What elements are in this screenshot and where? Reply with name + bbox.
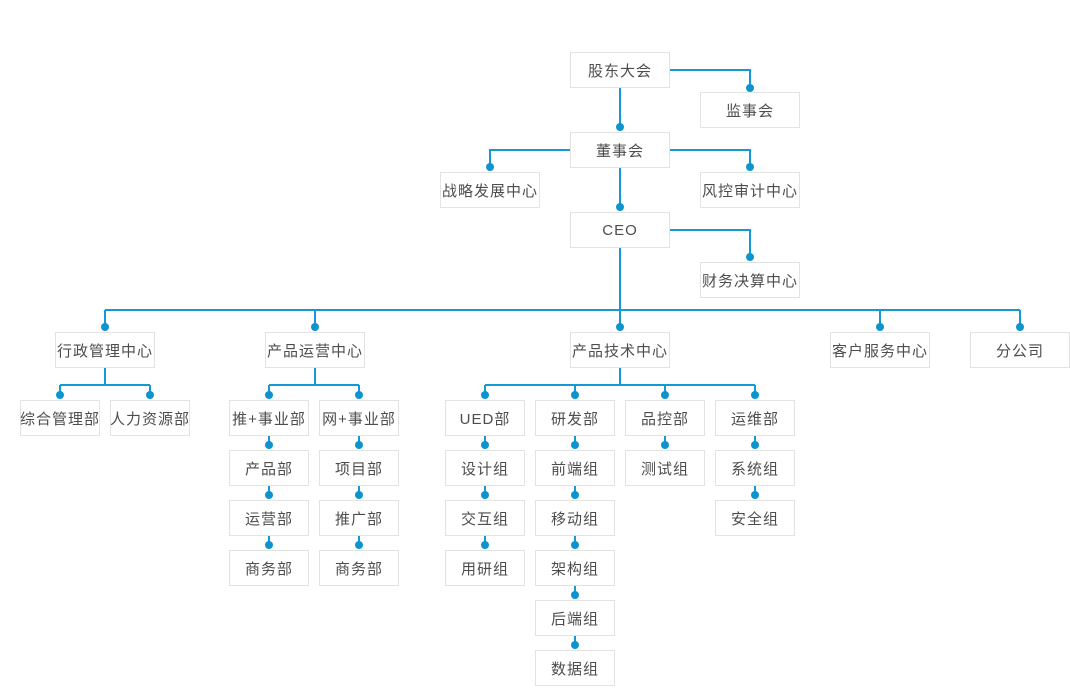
org-node-hr-dept[interactable]: 人力资源部: [110, 400, 190, 436]
org-node-architecture-group[interactable]: 架构组: [535, 550, 615, 586]
org-node-ued-dept[interactable]: UED部: [445, 400, 525, 436]
org-node-label: 产品技术中心: [571, 342, 668, 360]
org-node-frontend-group[interactable]: 前端组: [535, 450, 615, 486]
org-node-product-ops-center[interactable]: 产品运营中心: [265, 332, 365, 368]
org-node-label: 推广部: [334, 510, 383, 528]
org-node-label: 用研组: [460, 560, 509, 578]
org-node-customer-service-center[interactable]: 客户服务中心: [830, 332, 930, 368]
org-node-board-of-directors[interactable]: 董事会: [570, 132, 670, 168]
org-node-label: 产品运营中心: [266, 342, 363, 360]
org-node-tui-business-dept[interactable]: 推+事业部: [229, 400, 309, 436]
org-node-label: 研发部: [550, 410, 599, 428]
org-node-label: 设计组: [460, 460, 509, 478]
org-node-label: 风控审计中心: [701, 182, 798, 200]
org-node-rnd-dept[interactable]: 研发部: [535, 400, 615, 436]
org-node-label: 股东大会: [587, 62, 652, 80]
org-node-label: 品控部: [640, 410, 689, 428]
org-node-business-dept-tui[interactable]: 商务部: [229, 550, 309, 586]
org-node-label: 后端组: [550, 610, 599, 628]
org-node-ops-maintenance-dept[interactable]: 运维部: [715, 400, 795, 436]
org-node-operations-dept[interactable]: 运营部: [229, 500, 309, 536]
org-node-mobile-group[interactable]: 移动组: [535, 500, 615, 536]
org-node-strategy-center[interactable]: 战略发展中心: [440, 172, 540, 208]
org-node-qc-dept[interactable]: 品控部: [625, 400, 705, 436]
org-node-label: 战略发展中心: [441, 182, 538, 200]
org-node-label: 综合管理部: [20, 410, 101, 428]
org-node-label: 架构组: [550, 560, 599, 578]
org-node-backend-group[interactable]: 后端组: [535, 600, 615, 636]
org-node-label: 行政管理中心: [56, 342, 153, 360]
org-node-label: 安全组: [730, 510, 779, 528]
connector-lines: [59, 69, 1021, 644]
org-node-label: 分公司: [995, 342, 1044, 360]
org-node-label: 运营部: [244, 510, 293, 528]
org-node-label: 交互组: [460, 510, 509, 528]
org-node-ceo[interactable]: CEO: [570, 212, 670, 248]
org-node-label: 测试组: [640, 460, 689, 478]
org-node-label: 数据组: [550, 660, 599, 678]
connector-dots: [56, 84, 1024, 649]
org-node-label: 监事会: [725, 102, 774, 120]
org-node-interaction-group[interactable]: 交互组: [445, 500, 525, 536]
org-node-project-dept[interactable]: 项目部: [319, 450, 399, 486]
org-node-label: 产品部: [244, 460, 293, 478]
org-node-supervisory-board[interactable]: 监事会: [700, 92, 800, 128]
org-node-label: 客户服务中心: [831, 342, 928, 360]
org-node-wang-business-dept[interactable]: 网+事业部: [319, 400, 399, 436]
org-node-label: 财务决算中心: [701, 272, 798, 290]
org-node-label: 推+事业部: [232, 410, 306, 428]
org-node-product-dept[interactable]: 产品部: [229, 450, 309, 486]
org-node-label: 运维部: [730, 410, 779, 428]
org-node-label: 前端组: [550, 460, 599, 478]
org-node-promotion-dept[interactable]: 推广部: [319, 500, 399, 536]
org-node-label: 商务部: [244, 560, 293, 578]
org-node-security-group[interactable]: 安全组: [715, 500, 795, 536]
org-node-shareholders-meeting[interactable]: 股东大会: [570, 52, 670, 88]
org-node-branch-company[interactable]: 分公司: [970, 332, 1070, 368]
org-node-label: UED部: [459, 410, 511, 428]
org-node-product-tech-center[interactable]: 产品技术中心: [570, 332, 670, 368]
org-node-data-group[interactable]: 数据组: [535, 650, 615, 686]
org-node-design-group[interactable]: 设计组: [445, 450, 525, 486]
org-node-risk-audit-center[interactable]: 风控审计中心: [700, 172, 800, 208]
org-node-label: 系统组: [730, 460, 779, 478]
org-node-label: 网+事业部: [322, 410, 396, 428]
org-node-finance-center[interactable]: 财务决算中心: [700, 262, 800, 298]
org-node-label: 董事会: [595, 142, 644, 160]
org-node-label: CEO: [602, 221, 638, 239]
org-node-label: 商务部: [334, 560, 383, 578]
org-node-business-dept-wang[interactable]: 商务部: [319, 550, 399, 586]
org-node-admin-center[interactable]: 行政管理中心: [55, 332, 155, 368]
org-node-label: 移动组: [550, 510, 599, 528]
org-node-label: 人力资源部: [110, 410, 191, 428]
org-node-testing-group[interactable]: 测试组: [625, 450, 705, 486]
org-node-general-admin-dept[interactable]: 综合管理部: [20, 400, 100, 436]
org-node-user-research-group[interactable]: 用研组: [445, 550, 525, 586]
org-node-system-group[interactable]: 系统组: [715, 450, 795, 486]
org-node-label: 项目部: [334, 460, 383, 478]
